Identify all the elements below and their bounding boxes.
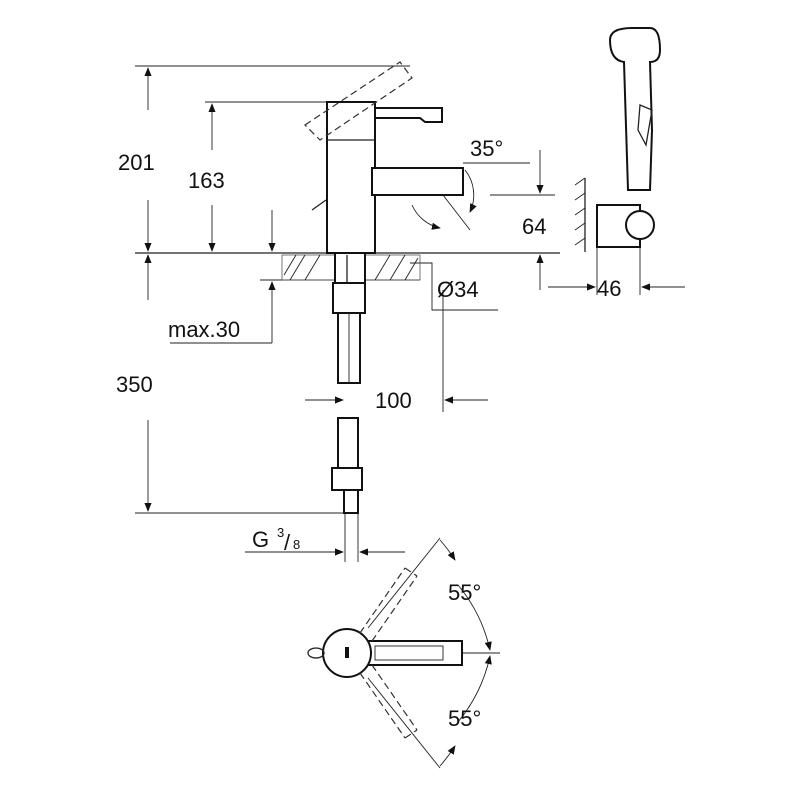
label-hose-length: 350 bbox=[116, 372, 153, 397]
faucet-plan-view bbox=[307, 537, 500, 769]
label-spout-angle: 35° bbox=[470, 136, 503, 161]
label-spout-offset: 64 bbox=[522, 214, 546, 239]
label-swivel-left: 55° bbox=[448, 580, 481, 605]
label-connection-num: 3 bbox=[277, 525, 284, 540]
faucet-side-view bbox=[304, 61, 477, 514]
hand-shower-side-view bbox=[574, 27, 662, 252]
label-swivel-right: 55° bbox=[448, 706, 481, 731]
label-total-height: 201 bbox=[118, 150, 155, 175]
label-spout-height: 163 bbox=[188, 168, 225, 193]
label-connection-prefix: G bbox=[252, 527, 269, 552]
dimension-lines bbox=[135, 65, 685, 562]
label-hole-diameter: Ø34 bbox=[437, 277, 479, 302]
label-holder-depth: 46 bbox=[597, 276, 621, 301]
label-max-thickness: max.30 bbox=[168, 317, 240, 342]
label-connection-slash: / bbox=[284, 530, 291, 555]
label-hose-offset: 100 bbox=[375, 388, 412, 413]
label-connection-den: 8 bbox=[293, 537, 300, 552]
